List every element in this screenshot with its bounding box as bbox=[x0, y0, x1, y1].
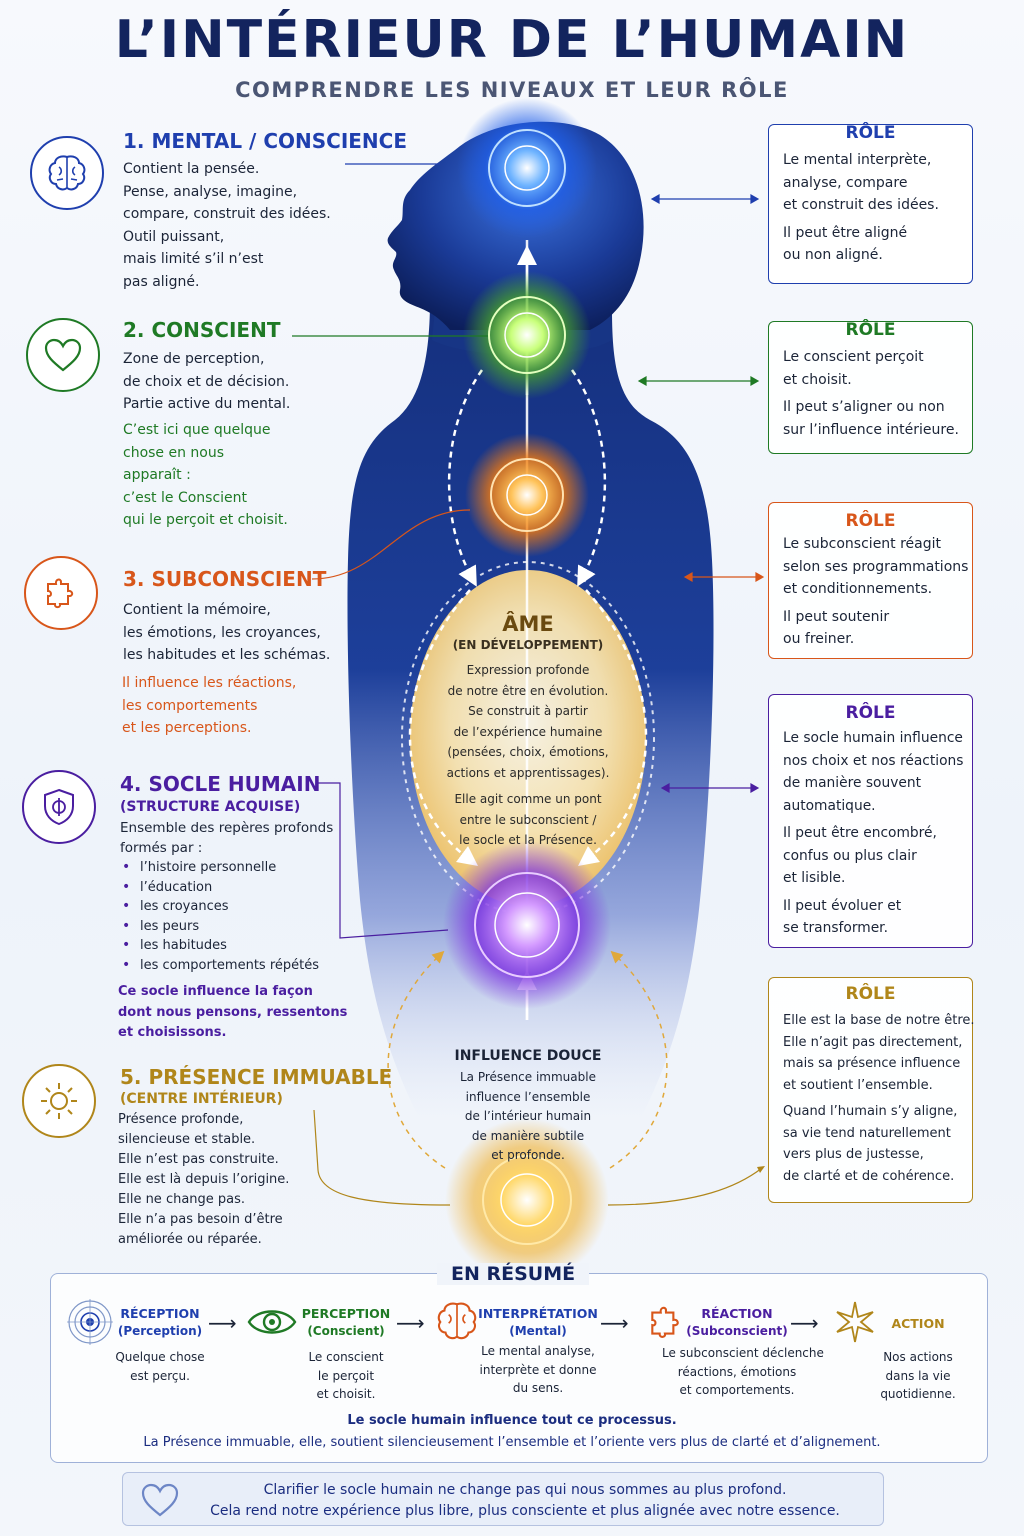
footer-banner bbox=[122, 1472, 884, 1526]
role-title: RÔLE bbox=[845, 984, 896, 1004]
list-item: les habitudes bbox=[120, 936, 319, 956]
target-icon bbox=[67, 1299, 113, 1345]
summary-panel bbox=[50, 1273, 988, 1463]
level-conscient-title: 2. CONSCIENT bbox=[123, 318, 281, 342]
summary-title: EN RÉSUMÉ bbox=[437, 1263, 590, 1285]
sun-icon bbox=[41, 1083, 77, 1119]
role-title: RÔLE bbox=[845, 123, 896, 143]
puzzle-icon bbox=[47, 578, 74, 609]
level-subconscient-note: Il influence les réactions,les comportem… bbox=[122, 675, 297, 736]
shield-icon bbox=[44, 788, 74, 826]
level-mental-text: Contient la pensée.Pense, analyse, imagi… bbox=[123, 161, 331, 290]
level-presence-icon-circle bbox=[22, 1064, 96, 1138]
level-socle-bullets: l’histoire personnelle l’éducation les c… bbox=[120, 858, 319, 976]
ame-title: ÂME bbox=[502, 612, 554, 636]
level-presence-title: 5. PRÉSENCE IMMUABLE bbox=[120, 1065, 393, 1089]
brain-icon bbox=[437, 1302, 477, 1340]
page-subtitle: COMPRENDRE LES NIVEAUX ET LEUR RÔLE bbox=[235, 78, 789, 102]
heart-icon bbox=[44, 338, 82, 372]
arrow-right-icon: ⟶ bbox=[790, 1311, 819, 1335]
level-socle-icon-circle bbox=[22, 770, 96, 844]
arrow-right-icon: ⟶ bbox=[208, 1311, 237, 1335]
ame-subtitle: (EN DÉVELOPPEMENT) bbox=[452, 638, 604, 652]
role-title: RÔLE bbox=[845, 320, 896, 340]
list-item: les comportements répétés bbox=[120, 956, 319, 976]
level-socle-title: 4. SOCLE HUMAIN bbox=[120, 772, 321, 796]
level-conscient-icon-circle bbox=[26, 318, 100, 392]
page-title: L’INTÉRIEUR DE L’HUMAIN bbox=[114, 10, 910, 70]
level-conscient-text: Zone de perception,de choix et de décisi… bbox=[123, 351, 291, 412]
eye-icon bbox=[247, 1310, 297, 1334]
role-box-mental: RÔLE Le mental interprète,analyse, compa… bbox=[768, 123, 973, 284]
influence-title: INFLUENCE DOUCE bbox=[454, 1048, 602, 1064]
level-presence-text: Présence profonde,silencieuse et stable.… bbox=[118, 1112, 290, 1247]
list-item: les peurs bbox=[120, 917, 319, 937]
arrow-right-icon: ⟶ bbox=[600, 1311, 629, 1335]
level-mental-icon-circle bbox=[30, 136, 104, 210]
level-subconscient-text: Contient la mémoire,les émotions, les cr… bbox=[123, 602, 331, 663]
level-subconscient-title: 3. SUBCONSCIENT bbox=[123, 567, 327, 591]
level-socle-subtitle: (STRUCTURE ACQUISE) bbox=[120, 799, 301, 815]
role-title: RÔLE bbox=[845, 511, 896, 531]
summary-line-2: La Présence immuable, elle, soutient sil… bbox=[143, 1435, 881, 1450]
role-title: RÔLE bbox=[845, 703, 896, 723]
footer-text: Clarifier le socle humain ne change pas … bbox=[210, 1482, 840, 1519]
summary-step-interpretation: INTERPRÉTATION (Mental) Le mental analys… bbox=[478, 1306, 598, 1395]
list-item: l’éducation bbox=[120, 878, 319, 898]
puzzle-icon bbox=[651, 1306, 679, 1338]
arrow-right-icon: ⟶ bbox=[396, 1311, 425, 1335]
level-presence-subtitle: (CENTRE INTÉRIEUR) bbox=[120, 1091, 283, 1107]
heart-icon bbox=[141, 1483, 179, 1517]
star-icon bbox=[836, 1301, 874, 1343]
summary-step-reaction: RÉACTION (Subconscient) Le subconscient … bbox=[662, 1306, 824, 1397]
level-subconscient-icon-circle bbox=[24, 556, 98, 630]
brain-icon bbox=[48, 155, 86, 191]
role-box-presence: RÔLE Elle est la base de notre être.Elle… bbox=[768, 977, 975, 1203]
list-item: l’histoire personnelle bbox=[120, 858, 319, 878]
summary-line-1: Le socle humain influence tout ce proces… bbox=[347, 1413, 677, 1428]
list-item: les croyances bbox=[120, 897, 319, 917]
ame-block: ÂME (EN DÉVELOPPEMENT) Expression profon… bbox=[428, 612, 628, 851]
level-mental-title: 1. MENTAL / CONSCIENCE bbox=[123, 129, 408, 153]
